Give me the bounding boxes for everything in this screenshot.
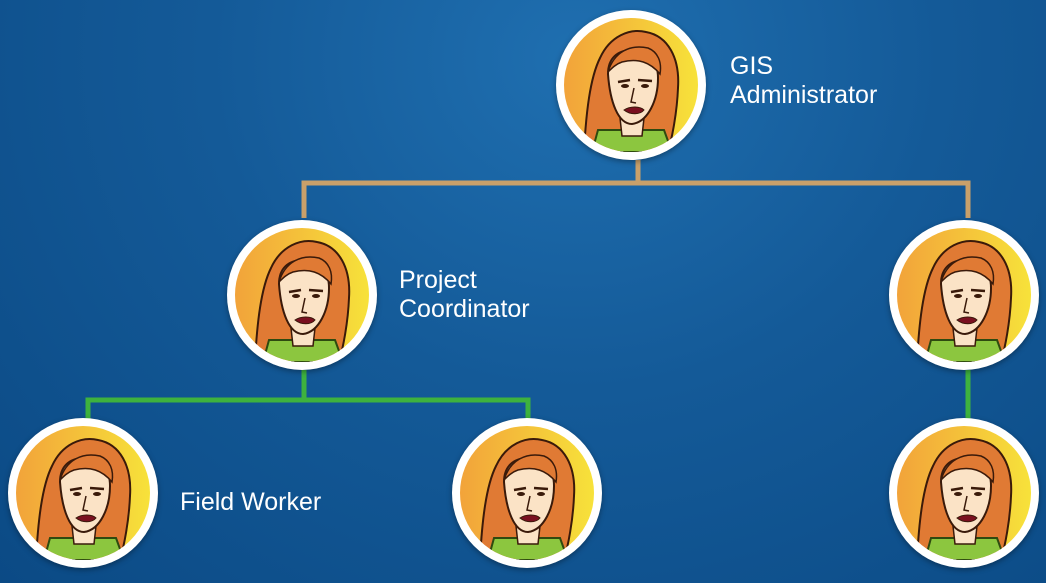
node-project-coordinator[interactable] (227, 220, 377, 370)
woman-portrait-icon (564, 18, 698, 152)
label-gis-administrator: GIS Administrator (730, 52, 878, 109)
node-right-level-2[interactable] (889, 418, 1039, 568)
node-middle-level-2[interactable] (452, 418, 602, 568)
link-coordinator-to-field-worker (85, 370, 307, 430)
node-gis-administrator[interactable] (556, 10, 706, 160)
link-admin-to-right-1 (638, 180, 971, 218)
woman-portrait-icon (897, 228, 1031, 362)
woman-portrait-icon (235, 228, 369, 362)
node-right-level-1[interactable] (889, 220, 1039, 370)
link-admin-to-coordinator (301, 160, 641, 218)
woman-portrait-icon (16, 426, 150, 560)
woman-portrait-icon (897, 426, 1031, 560)
woman-portrait-icon (460, 426, 594, 560)
label-field-worker: Field Worker (180, 488, 322, 516)
label-project-coordinator: Project Coordinator (399, 266, 530, 323)
node-field-worker[interactable] (8, 418, 158, 568)
